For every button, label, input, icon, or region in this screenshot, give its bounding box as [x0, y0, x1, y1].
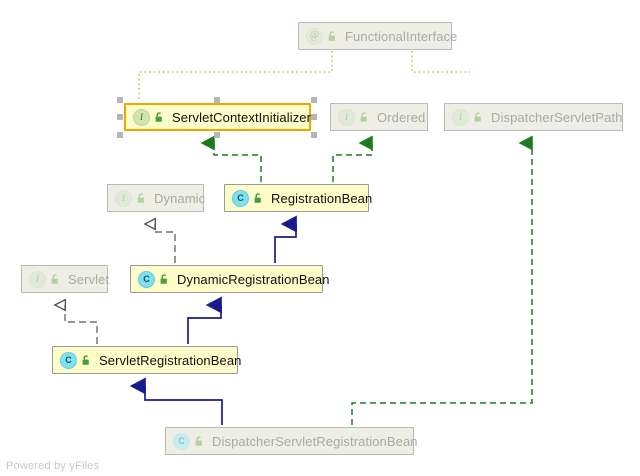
selection-handle-n[interactable]: [214, 97, 220, 103]
edge-registration-bean-to-servlet-context-initializer: [200, 135, 262, 182]
node-servlet-context-initializer[interactable]: I ServletContextInitializer: [124, 103, 311, 131]
node-functional-interface[interactable]: @ FunctionalInterface: [298, 22, 457, 50]
edge-registration-bean-to-ordered: [332, 135, 373, 182]
lock-public-icon: [195, 435, 202, 446]
node-label: RegistrationBean: [271, 190, 373, 206]
node-dynamic[interactable]: I Dynamic: [107, 184, 206, 212]
node-label: ServletRegistrationBean: [99, 352, 242, 368]
lock-public-icon: [160, 273, 167, 284]
node-label: ServletContextInitializer: [172, 109, 312, 125]
lock-public-icon: [474, 111, 481, 122]
selection-handle-ne[interactable]: [311, 97, 317, 103]
interface-icon: I: [29, 270, 46, 288]
edge-functional-interface-to-ordered: [411, 51, 470, 73]
interface-icon: I: [452, 108, 469, 126]
edge-servlet-registration-bean-to-servlet: [53, 298, 98, 344]
edge-servlet-registration-bean-to-dynamic-registration-bean: [187, 296, 222, 344]
node-label: Servlet: [68, 271, 110, 287]
yfiles-watermark: Powered by yFiles: [6, 460, 100, 472]
node-label: Ordered: [377, 109, 426, 125]
edge-dispatcher-servlet-registration-bean-to-servlet-registration-bean: [129, 377, 223, 425]
interface-icon: I: [133, 108, 150, 126]
edge-dynamic-registration-bean-to-dynamic: [143, 217, 176, 263]
class-icon: C: [232, 189, 249, 207]
node-ordered[interactable]: I Ordered: [330, 103, 428, 131]
edge-dispatcher-servlet-registration-bean-to-dispatcher-servlet-path: [351, 135, 533, 425]
node-label: FunctionalInterface: [345, 28, 458, 44]
node-label: Dynamic: [154, 190, 206, 206]
lock-public-icon: [51, 273, 58, 284]
lock-public-icon: [360, 111, 367, 122]
selection-handle-s[interactable]: [214, 132, 220, 138]
lock-public-icon: [155, 111, 162, 122]
lock-public-icon: [137, 192, 144, 203]
interface-icon: I: [115, 189, 132, 207]
edge-functional-interface-to-servlet-context-initializer: [138, 51, 333, 101]
selection-handle-sw[interactable]: [117, 132, 123, 138]
selection-handle-se[interactable]: [311, 132, 317, 138]
selection-handle-w[interactable]: [117, 114, 123, 120]
node-label: DispatcherServletRegistrationBean: [212, 433, 418, 449]
edge-dynamic-registration-bean-to-registration-bean: [274, 215, 297, 263]
class-icon: C: [138, 270, 155, 288]
class-icon: C: [173, 432, 190, 450]
node-servlet[interactable]: I Servlet: [21, 265, 110, 293]
node-label: DynamicRegistrationBean: [177, 271, 330, 287]
node-servlet-registration-bean[interactable]: C ServletRegistrationBean: [52, 346, 241, 374]
node-dynamic-registration-bean[interactable]: C DynamicRegistrationBean: [130, 265, 329, 293]
lock-public-icon: [82, 354, 89, 365]
interface-icon: I: [338, 108, 355, 126]
selection-handle-nw[interactable]: [117, 97, 123, 103]
node-registration-bean[interactable]: C RegistrationBean: [224, 184, 373, 212]
node-dispatcher-servlet-registration-bean[interactable]: C DispatcherServletRegistrationBean: [165, 427, 418, 455]
node-label: DispatcherServletPath: [491, 109, 623, 125]
lock-public-icon: [328, 30, 335, 41]
selection-handle-e[interactable]: [311, 114, 317, 120]
class-icon: C: [60, 351, 77, 369]
lock-public-icon: [254, 192, 261, 203]
annotation-at-icon: @: [306, 27, 323, 45]
node-dispatcher-servlet-path[interactable]: I DispatcherServletPath: [444, 103, 623, 131]
